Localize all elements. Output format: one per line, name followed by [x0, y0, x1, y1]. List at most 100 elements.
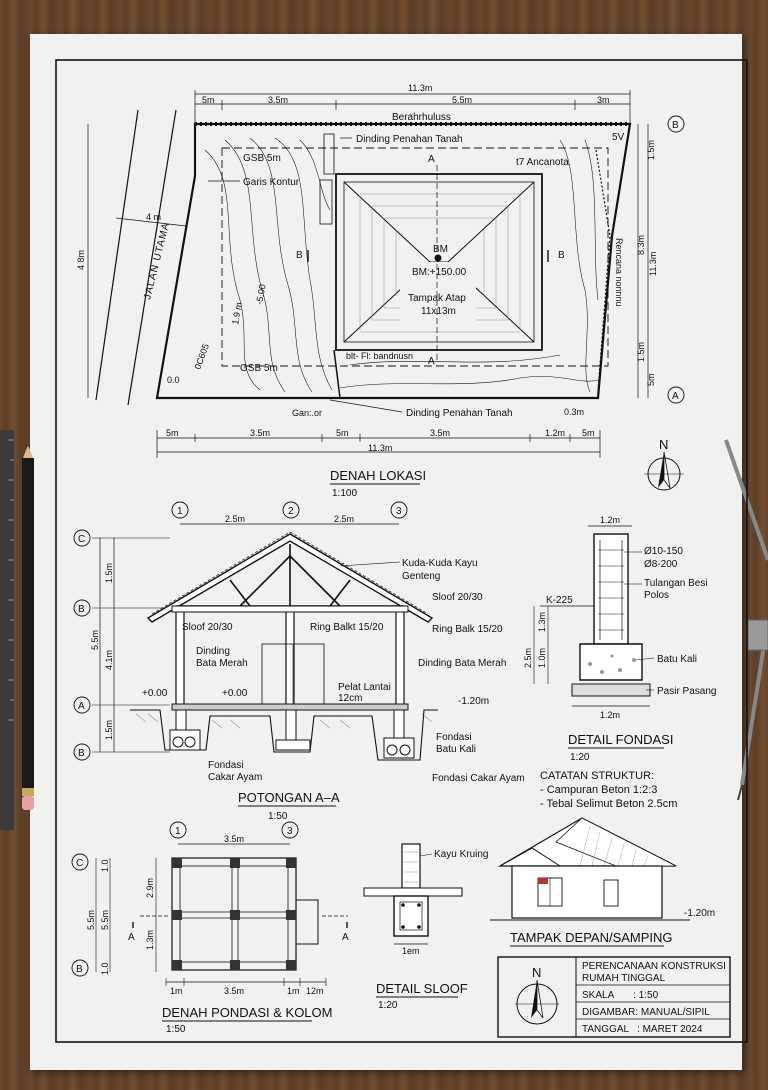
fp-small-dim-1: 1.0 [100, 859, 110, 872]
sec-grid-a: A [78, 701, 85, 712]
section-mark-a-top: A [428, 154, 435, 165]
sec-wall-l-label-2: Bata Merah [196, 658, 248, 669]
contour-value-2: 1.9 m [230, 301, 244, 325]
site-right-total: 11.3m [648, 252, 658, 276]
fd-scale: 1:20 [570, 752, 590, 763]
fp-bottom-dim-1: 1m [170, 986, 183, 996]
tb-line1: PERENCANAAN KONSTRUKSI [582, 961, 726, 972]
title-block: N PERENCANAAN KONSTRUKSI RUMAH TINGGAL S… [497, 956, 731, 1038]
fd-top-dim: 1.2m [600, 515, 620, 525]
site-top-dim-1: 5m [202, 95, 215, 105]
dim-03: 0.3m [564, 407, 584, 417]
site-bottom-dim-1: 5m [166, 428, 179, 438]
contour-label: Garis Kontur [243, 177, 300, 188]
north-arrow: N [644, 437, 684, 491]
section-mark-b-left: B [296, 250, 303, 261]
ganor-label: Gan:.or [292, 408, 322, 418]
fp-grid-3: 3 [287, 826, 293, 837]
sec-tile-label: Genteng [402, 571, 440, 582]
site-top-dim-4: 3m [597, 95, 610, 105]
sec-found-r2-label: Fondasi Cakar Ayam [432, 773, 525, 784]
road-label: JALAN UTAMA [142, 221, 172, 300]
fd-sand-label: Pasir Pasang [657, 686, 716, 697]
sec-left-dim-2: 4.1m [104, 650, 114, 670]
contour-value-1: -5.00 [254, 283, 267, 305]
ruler [0, 430, 14, 830]
site-right-dim-2: 8.3m [636, 235, 646, 255]
sloof-title: DETAIL SLOOF [376, 981, 468, 996]
fd-left-dim-1: 1.3m [537, 612, 547, 632]
fp-section-a-left: A [128, 932, 135, 943]
tb-drawn: DIGAMBAR: MANUAL/SIPIL [582, 1007, 710, 1018]
sloof-dim: 1em [402, 946, 420, 956]
roof-outline [335, 173, 543, 351]
site-right-dim-4: 5m [646, 373, 656, 386]
section-mark-b-right: B [558, 250, 565, 261]
section-aa: 1 2 3 2.5m 2.5m C B A B 1.5m 4.1m 1.5m 5… [73, 501, 525, 822]
site-bottom-dim-4: 3.5m [430, 428, 450, 438]
grid-b-right: B [672, 120, 679, 131]
fp-section-a-right: A [342, 932, 349, 943]
elev-level: -1.20m [684, 908, 715, 919]
site-bottom-dim-6: 5m [582, 428, 595, 438]
fp-small-dim-2: 1.0 [100, 962, 110, 975]
top-boundary-label: Berahrhuluss [392, 112, 451, 123]
sec-top-dim-1: 2.5m [225, 514, 245, 524]
fd-rebar-1: Ø10-150 [644, 546, 683, 557]
retaining-wall-top-label: Dinding Penahan Tanah [356, 134, 463, 145]
fp-grid-1: 1 [175, 826, 181, 837]
site-bottom-dim-2: 3.5m [250, 428, 270, 438]
site-plan-scale: 1:100 [332, 488, 357, 499]
sec-truss-label: Kuda-Kuda Kayu [402, 558, 478, 569]
right-vertical-label: Rencana nonnnu [614, 238, 624, 307]
fd-rebar-label-2: Polos [644, 590, 669, 601]
sec-sloof-l-label: Sloof 20/30 [182, 622, 233, 633]
fp-grid-b: B [76, 964, 83, 975]
fp-scale: 1:50 [166, 1024, 186, 1035]
foundation-detail: 1.2m 1.2m K-225 1.3m 1.0m 2.5m Ø10-150 Ø… [523, 515, 716, 763]
sec-wall-l-label-1: Dinding [196, 646, 230, 657]
pencil [22, 445, 34, 810]
fp-grid-c: C [76, 858, 83, 869]
sec-slab-label-1: Pelat Lantai [338, 682, 391, 693]
fp-bottom-dim-2: 3.5m [224, 986, 244, 996]
retaining-wall-bottom-label: Dinding Penahan Tanah [406, 408, 513, 419]
site-top-dim-3: 5.5m [452, 95, 472, 105]
site-right-dim-1: 1.5m [646, 140, 656, 160]
sec-grid-b: B [78, 604, 85, 615]
gsb-top-label: GSB 5m [243, 153, 281, 164]
sec-left-dim-1: 1.5m [104, 563, 114, 583]
grid-a-right: A [672, 391, 679, 402]
tb-line2: RUMAH TINGGAL [582, 973, 666, 984]
roof-label: Tampak Atap [408, 293, 466, 304]
notes-item-1: - Campuran Beton 1:2:3 [540, 784, 657, 796]
site-plan-title: DENAH LOKASI [330, 468, 426, 483]
section-scale: 1:50 [268, 811, 288, 822]
north-label: N [659, 437, 668, 452]
sloof-detail: 1em Kayu Kruing DETAIL SLOOF 1:20 [363, 843, 488, 1011]
sec-sloof-r-label: Sloof 20/30 [432, 592, 483, 603]
contour-lines [204, 137, 599, 393]
site-plan: 11.3m 5m 3.5m 5.5m 3m JALAN UTAMA 4 m 4 … [76, 83, 685, 499]
contour-value-4: 0.0 [167, 375, 180, 385]
fd-stone-label: Batu Kali [657, 654, 697, 665]
road-width: 4 m [146, 212, 161, 222]
sec-found-r-label-1: Fondasi [436, 732, 472, 743]
sec-grid-3: 3 [396, 506, 402, 517]
tb-date: TANGGAL : MARET 2024 [582, 1024, 703, 1035]
site-bottom-dim-5: 1.2m [545, 428, 565, 438]
fp-top-dim: 3.5m [224, 834, 244, 844]
elev-title: TAMPAK DEPAN/SAMPING [510, 930, 673, 945]
sloof-wood-label: Kayu Kruing [434, 849, 488, 860]
sec-grid-b2: B [78, 748, 85, 759]
fd-rebar-2: Ø8-200 [644, 559, 678, 570]
bm-label: BM [433, 244, 448, 255]
sec-level-l: +0.00 [142, 688, 168, 699]
section-mark-a-bottom: A [428, 356, 435, 367]
roof-size: 11x13m [421, 306, 456, 317]
site-bottom-total: 11.3m [368, 443, 392, 453]
sec-grid-2: 2 [288, 506, 294, 517]
site-boundary [155, 122, 632, 400]
